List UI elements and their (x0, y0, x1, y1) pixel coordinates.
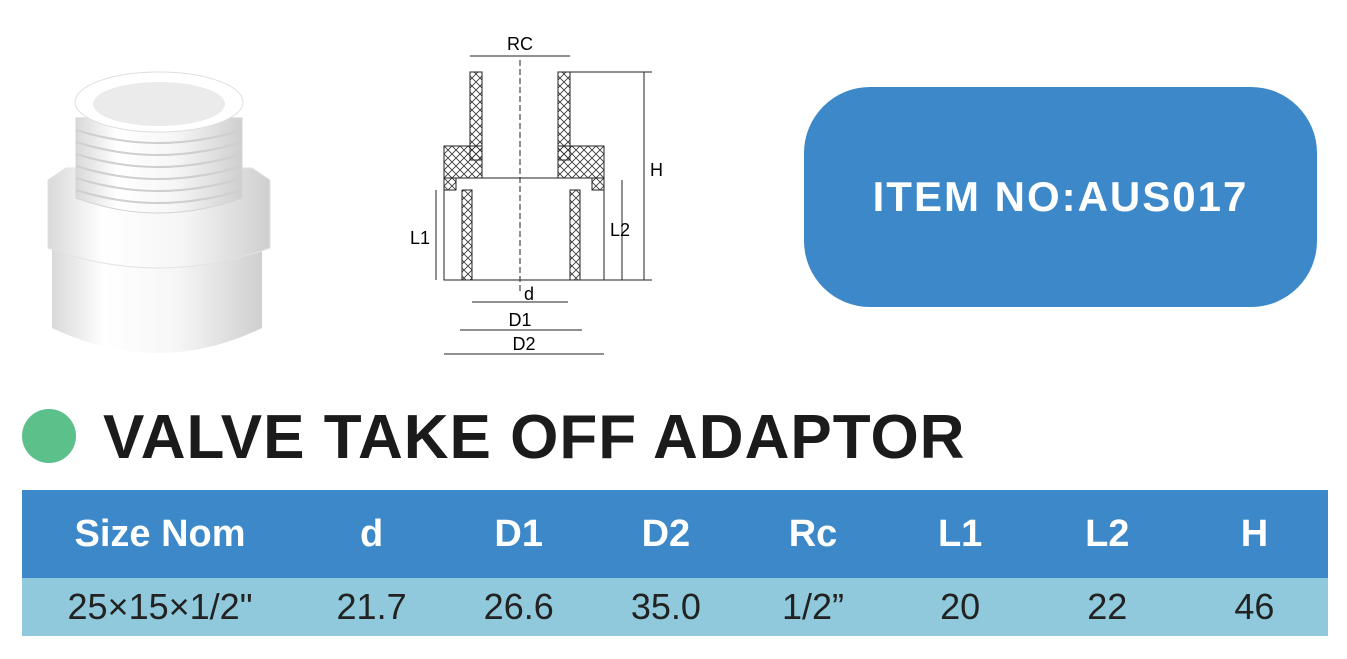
table-row: 25×15×1/2" 21.7 26.6 35.0 1/2” 20 22 46 (22, 578, 1328, 636)
label-d1: D1 (508, 310, 531, 330)
header-d: d (298, 490, 446, 578)
bullet-dot (22, 409, 76, 463)
product-photo (47, 71, 271, 353)
cell-rc: 1/2” (739, 578, 887, 636)
header-l1: L1 (886, 490, 1034, 578)
header-rc: Rc (739, 490, 887, 578)
cell-size-nom: 25×15×1/2" (22, 578, 298, 636)
product-title: VALVE TAKE OFF ADAPTOR (103, 403, 966, 472)
item-number: ITEM NO:AUS017 (872, 173, 1249, 220)
header-size-nom: Size Nom (22, 490, 298, 578)
cell-l1: 20 (886, 578, 1034, 636)
cell-d1: 26.6 (445, 578, 593, 636)
spec-table: Size Nom d D1 D2 Rc L1 L2 H 25×15×1/2" 2… (22, 490, 1328, 636)
cell-d: 21.7 (298, 578, 446, 636)
label-l1: L1 (410, 228, 430, 248)
header-l2: L2 (1033, 490, 1181, 578)
item-number-box: ITEM NO:AUS017 (804, 87, 1317, 307)
cell-d2: 35.0 (592, 578, 740, 636)
label-h: H (650, 160, 663, 180)
cell-h: 46 (1180, 578, 1328, 636)
table-header-row: Size Nom d D1 D2 Rc L1 L2 H (22, 490, 1328, 578)
header-d2: D2 (592, 490, 740, 578)
header-h: H (1180, 490, 1328, 578)
label-d2: D2 (512, 334, 535, 354)
label-d: d (524, 284, 534, 304)
label-l2: L2 (610, 220, 630, 240)
header-d1: D1 (445, 490, 593, 578)
label-rc: RC (507, 34, 533, 54)
technical-drawing: RC H L1 L2 d D1 D2 (410, 34, 663, 355)
cell-l2: 22 (1033, 578, 1181, 636)
